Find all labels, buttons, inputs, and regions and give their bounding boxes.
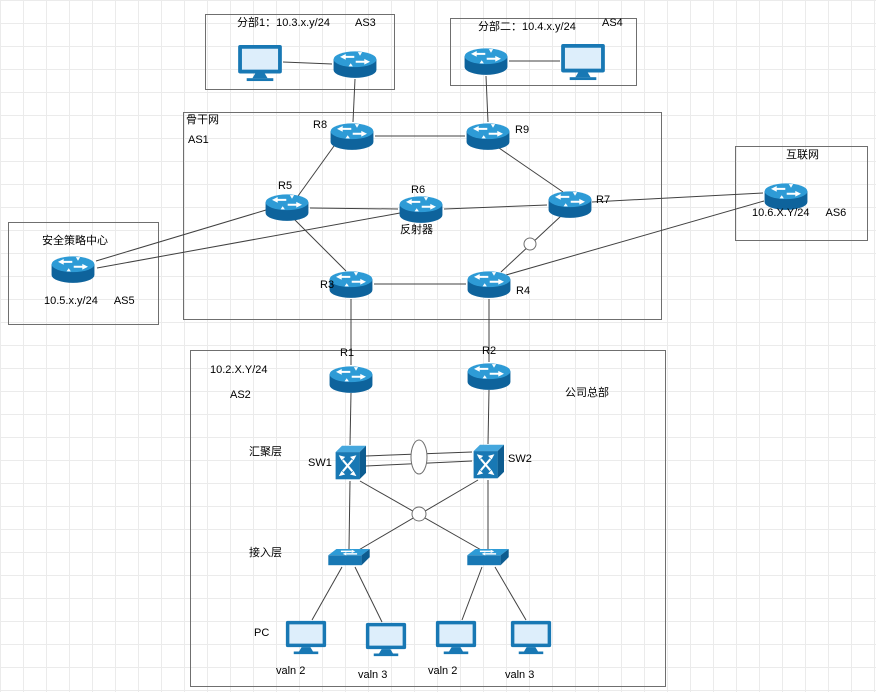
link-r5-r3 [293, 218, 347, 272]
internet-title: 互联网 [786, 149, 819, 161]
branch1-pc-icon[interactable] [237, 44, 283, 82]
branch2-router-icon[interactable] [463, 47, 509, 77]
link-as5-r5 [95, 209, 267, 262]
label-vlan-1: valn 2 [276, 665, 306, 677]
label-r5: R5 [278, 180, 293, 192]
label-vlan-4: valn 3 [505, 669, 535, 681]
group-box-hq [190, 350, 666, 687]
link-branch1-pc-router [282, 61, 333, 65]
link-access2-pc3 [461, 566, 483, 621]
label-r4: R4 [516, 285, 531, 297]
router-r6-icon[interactable] [398, 195, 444, 225]
group-box-branch2 [450, 18, 637, 86]
label-r2: R2 [482, 345, 497, 357]
label-r9: R9 [515, 124, 530, 136]
label-access-layer: 接入层 [249, 547, 282, 559]
link-r6-r7 [443, 204, 548, 210]
security-title: 安全策略中心 [42, 235, 108, 247]
group-box-backbone [183, 112, 662, 320]
label-reflector: 反射器 [400, 224, 433, 236]
pc3-icon[interactable] [435, 620, 477, 655]
security-router-icon[interactable] [50, 255, 96, 285]
access-switch1-icon[interactable] [328, 549, 370, 567]
group-box-branch1 [205, 14, 395, 90]
switch-sw2-icon[interactable] [472, 443, 504, 480]
internet-caption: 10.6.X.Y/24 AS6 [752, 207, 846, 219]
branch1-title: 分部1：10.3.x.y/24 [237, 17, 330, 29]
router-r2-icon[interactable] [466, 362, 512, 392]
group-box-security [8, 222, 159, 325]
group-box-internet [735, 146, 868, 241]
router-r5-icon[interactable] [264, 193, 310, 223]
label-r7: R7 [596, 194, 611, 206]
branch2-pc-icon[interactable] [560, 43, 606, 81]
hq-subnet: 10.2.X.Y/24 [210, 364, 268, 376]
router-r4-icon[interactable] [466, 270, 512, 300]
label-aggregation-layer: 汇聚层 [249, 446, 282, 458]
label-r6: R6 [411, 184, 426, 196]
pc4-icon[interactable] [510, 620, 552, 655]
branch1-router-icon[interactable] [332, 50, 378, 80]
line-jump-mark-access [411, 506, 427, 522]
branch2-title: 分部二：10.4.x.y/24 [478, 21, 576, 33]
label-vlan-3: valn 2 [428, 665, 458, 677]
branch1-as-label: AS3 [355, 17, 376, 29]
router-r8-icon[interactable] [329, 122, 375, 152]
router-r3-icon[interactable] [328, 270, 374, 300]
link-r9-r7 [498, 147, 564, 193]
backbone-title: 骨干网 [186, 114, 219, 126]
link-access1-pc2 [354, 566, 383, 623]
access-switch2-icon[interactable] [467, 549, 509, 567]
link-r5-r6 [309, 207, 399, 210]
backbone-as-label: AS1 [188, 134, 209, 146]
label-r3: R3 [320, 279, 335, 291]
label-sw2: SW2 [508, 453, 532, 465]
hq-title: 公司总部 [565, 387, 609, 399]
link-as5-r6 [96, 212, 401, 269]
internet-as-label: AS6 [825, 207, 847, 219]
router-r7-icon[interactable] [547, 190, 593, 220]
internet-subnet: 10.6.X.Y/24 [752, 207, 810, 219]
security-as-label: AS5 [113, 295, 135, 307]
router-r1-icon[interactable] [328, 365, 374, 395]
label-sw1: SW1 [308, 457, 332, 469]
link-as6-r4 [505, 200, 765, 276]
link-r1-sw1 [349, 392, 352, 446]
label-r1: R1 [340, 347, 355, 359]
label-vlan-2: valn 3 [358, 669, 388, 681]
link-r8-r5 [297, 145, 335, 197]
label-pc: PC [254, 627, 270, 639]
line-jump-mark-backbone [523, 237, 537, 251]
link-access2-pc4 [494, 566, 527, 621]
hq-as-label: AS2 [230, 389, 251, 401]
pc1-icon[interactable] [285, 620, 327, 655]
link-access1-pc1 [311, 566, 343, 621]
link-r2-sw2 [487, 389, 490, 445]
branch2-as-label: AS4 [602, 17, 623, 29]
security-subnet: 10.5.x.y/24 [44, 295, 98, 307]
security-caption: 10.5.x.y/24 AS5 [44, 295, 135, 307]
link-as6-r7 [591, 192, 764, 203]
label-r8: R8 [313, 119, 328, 131]
pc2-icon[interactable] [365, 622, 407, 657]
switch-sw1-icon[interactable] [334, 444, 366, 481]
router-r9-icon[interactable] [465, 122, 511, 152]
link-sw1-access1 [348, 480, 351, 550]
trunk-aggregation-ellipse [410, 439, 428, 475]
link-as3-r8 [352, 78, 356, 123]
link-as4-r9 [485, 75, 489, 123]
